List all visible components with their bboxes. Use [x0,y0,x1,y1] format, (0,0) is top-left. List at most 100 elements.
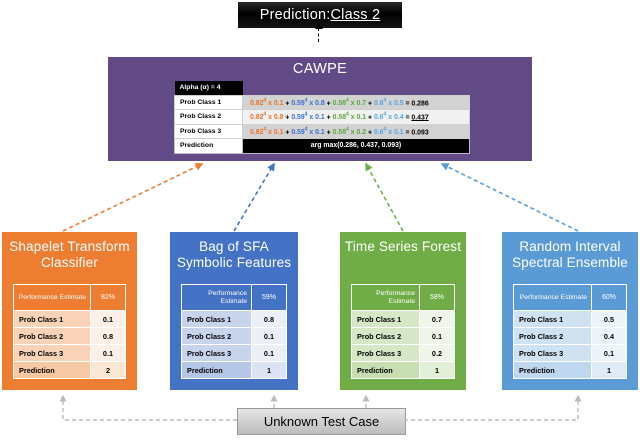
prob-class-label: Prob Class 1 [513,310,592,328]
prob-class-value: 0.5 [591,310,627,328]
performance-estimate-label: Performance Estimate [513,284,592,311]
classifier-box-shapelet-transform-classifier: Shapelet Transform Classifier Performanc… [2,232,137,390]
prob-class-value: 0.1 [251,327,287,345]
classifier-table: Performance Estimate 59% Prob Class 1 0.… [181,284,287,379]
classifier-title: Random Interval Spectral Ensemble [512,239,628,270]
cawpe-row-formula: 0.824 x 0.1 + 0.594 x 0.1 + 0.584 x 0.2 … [242,123,470,139]
classifier-prediction-value: 2 [90,361,126,379]
arrow-stc-to-cawpe-icon [62,163,204,232]
performance-estimate-value: 82% [90,284,126,311]
table-row: Prob Class 2 0.1 [181,327,287,345]
classifier-prediction-row: Prediction 1 [513,361,627,379]
prob-class-label: Prob Class 3 [13,344,91,362]
classifier-table: Performance Estimate 60% Prob Class 1 0.… [513,284,627,379]
table-row: Prob Class 1 0.8 [181,310,287,328]
table-row: Prob Class 3 0.1 [513,344,627,362]
classifier-box-bag-of-sfa-symbolic-features: Bag of SFA Symbolic Features Performance… [170,232,298,390]
table-row: Prob Class 1 0.5 [513,310,627,328]
classifier-prediction-row: Prediction 1 [351,361,455,379]
performance-estimate-label: Performance Estimate [351,284,420,311]
table-row: Prob Class 1 0.7 [351,310,455,328]
prob-class-label: Prob Class 2 [13,327,91,345]
classifier-title: Shapelet Transform Classifier [9,239,130,270]
classifier-prediction-label: Prediction [13,361,91,379]
cawpe-title: CAWPE [292,61,348,77]
prob-class-label: Prob Class 2 [513,327,592,345]
classifier-prediction-label: Prediction [513,361,592,379]
cawpe-alpha-row: Alpha (α) = 4 [174,81,470,95]
unknown-test-case-label: Unknown Test Case [263,414,380,429]
classifier-table: Performance Estimate 82% Prob Class 1 0.… [13,284,126,379]
arrow-cawpe-to-prediction-icon [314,23,323,42]
prob-class-label: Prob Class 1 [13,310,91,328]
table-row: Prob Class 2 0.1 [351,327,455,345]
prob-class-value: 0.1 [251,344,287,362]
classifier-table: Performance Estimate 58% Prob Class 1 0.… [351,284,455,379]
prob-class-value: 0.7 [419,310,455,328]
cawpe-prediction-value: arg max(0.286, 0.437, 0.093) [242,138,470,154]
classifier-prediction-label: Prediction [351,361,420,379]
performance-estimate-label: Performance Estimate [13,284,91,311]
cawpe-row-label: Prob Class 1 [174,94,243,110]
prob-class-value: 0.8 [90,327,126,345]
table-row: Prob Class 3 0.1 [181,344,287,362]
final-prediction-value: Class 2 [330,7,381,23]
cawpe-prediction-row: Prediction arg max(0.286, 0.437, 0.093) [174,138,470,154]
performance-row: Performance Estimate 58% [351,284,455,311]
prob-class-label: Prob Class 2 [351,327,420,345]
table-row: Prob Class 2 0.4 [513,327,627,345]
classifier-title: Bag of SFA Symbolic Features [176,239,292,270]
prob-class-value: 0.4 [591,327,627,345]
performance-row: Performance Estimate 60% [513,284,627,311]
arrow-boss-to-cawpe-icon [233,162,275,232]
wire-testcase-to-rise-icon [404,394,582,421]
wire-testcase-to-stc-icon [59,394,237,421]
classifier-prediction-value: 1 [251,361,287,379]
classifier-prediction-value: 1 [591,361,627,379]
prob-class-label: Prob Class 2 [181,327,252,345]
prob-class-value: 0.1 [591,344,627,362]
performance-row: Performance Estimate 82% [13,284,126,311]
table-row: Prob Class 3 0.2 [351,344,455,362]
arrow-tsf-to-cawpe-icon [365,162,404,232]
performance-estimate-value: 59% [251,284,287,311]
prob-class-value: 0.1 [419,327,455,345]
table-row: Prob Class 3 0.1 [13,344,126,362]
cawpe-row-formula: 0.824 x 0.8 + 0.594 x 0.1 + 0.584 x 0.1 … [242,109,470,125]
table-row: Prob Class 1 0.1 [13,310,126,328]
classifier-prediction-row: Prediction 2 [13,361,126,379]
cawpe-alpha-spacer [243,81,470,95]
cawpe-row-formula: 0.824 x 0.1 + 0.594 x 0.8 + 0.584 x 0.7 … [242,94,470,110]
cawpe-alpha-label: Alpha (α) = 4 [174,81,243,95]
classifier-prediction-value: 1 [419,361,455,379]
prob-class-label: Prob Class 1 [181,310,252,328]
classifier-box-time-series-forest: Time Series Forest Performance Estimate … [340,232,466,390]
performance-estimate-label: Performance Estimate [181,284,252,311]
prob-class-label: Prob Class 3 [181,344,252,362]
classifier-prediction-row: Prediction 1 [181,361,287,379]
cawpe-row-label: Prob Class 2 [174,109,243,125]
performance-estimate-value: 58% [419,284,455,311]
final-prediction-label: Prediction: [259,7,331,23]
prob-class-value: 0.2 [419,344,455,362]
classifier-title: Time Series Forest [344,239,462,254]
cawpe-prediction-label: Prediction [174,138,243,154]
classifier-box-random-interval-spectral-ensemble: Random Interval Spectral Ensemble Perfor… [502,232,638,390]
performance-estimate-value: 60% [591,284,627,311]
prob-class-label: Prob Class 3 [351,344,420,362]
cawpe-row-label: Prob Class 3 [174,123,243,139]
arrow-rise-to-cawpe-icon [440,163,579,232]
prob-class-label: Prob Class 3 [513,344,592,362]
classifier-prediction-label: Prediction [181,361,252,379]
prob-class-value: 0.1 [90,344,126,362]
unknown-test-case-box: Unknown Test Case [237,408,406,435]
prob-class-value: 0.8 [251,310,287,328]
performance-row: Performance Estimate 59% [181,284,287,311]
table-row: Prob Class 2 0.8 [13,327,126,345]
prob-class-label: Prob Class 1 [351,310,420,328]
